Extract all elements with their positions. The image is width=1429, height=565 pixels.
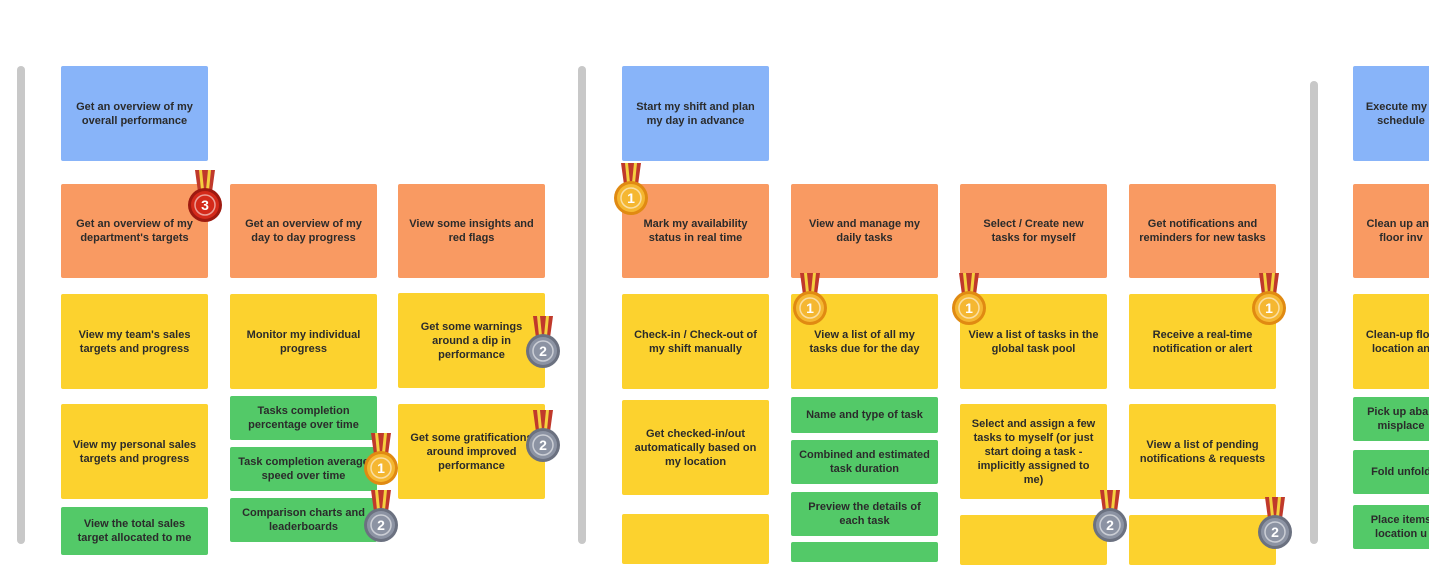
gold-medal-icon: 1 <box>364 433 398 485</box>
task-note-pick-up[interactable]: Pick up aban misplace <box>1353 397 1429 441</box>
activity-note-new-tasks[interactable]: Select / Create new tasks for myself <box>960 184 1107 278</box>
note-label: View a list of pending notifications & r… <box>1139 438 1266 465</box>
silver-medal-icon: 2 <box>1258 497 1292 549</box>
gold-medal-icon: 1 <box>614 163 648 215</box>
task-note-total-sales[interactable]: View the total sales target allocated to… <box>61 507 208 555</box>
note-label: Select and assign a few tasks to myself … <box>971 417 1096 486</box>
medal-rank: 2 <box>1106 517 1114 533</box>
story-note-partial[interactable] <box>1129 515 1276 565</box>
activity-note-clean-up[interactable]: Clean up and floor inv <box>1353 184 1429 278</box>
story-note-pending-notifications[interactable]: View a list of pending notifications & r… <box>1129 404 1276 499</box>
silver-medal-icon: 2 <box>526 410 560 462</box>
note-label: Get some warnings around a dip in perfor… <box>420 320 523 361</box>
medal-rank: 3 <box>201 197 209 213</box>
activity-note-insights[interactable]: View some insights and red flags <box>398 184 545 278</box>
story-note-team-sales[interactable]: View my team's sales targets and progres… <box>61 294 208 389</box>
note-label: Name and type of task <box>806 409 923 421</box>
activity-note-daily-tasks[interactable]: View and manage my daily tasks <box>791 184 938 278</box>
story-note-performance-warnings[interactable]: Get some warnings around a dip in perfor… <box>398 293 545 388</box>
task-note-completion-percentage[interactable]: Tasks completion percentage over time <box>230 396 377 440</box>
silver-medal-icon: 2 <box>526 316 560 368</box>
story-note-performance-gratifications[interactable]: Get some gratifications around improved … <box>398 404 545 499</box>
medal-rank: 1 <box>965 300 973 316</box>
note-label: Pick up aban misplace <box>1367 406 1429 432</box>
activity-note-day-progress[interactable]: Get an overview of my day to day progres… <box>230 184 377 278</box>
note-label: Comparison charts and leaderboards <box>242 507 365 533</box>
task-note-preview-details[interactable]: Preview the details of each task <box>791 492 938 536</box>
medal-rank: 1 <box>806 300 814 316</box>
task-note-completion-speed[interactable]: Task completion average speed over time <box>230 447 377 491</box>
medal-rank: 2 <box>1271 524 1279 540</box>
medal-rank: 2 <box>377 517 385 533</box>
gold-medal-icon: 1 <box>1252 273 1286 325</box>
story-note-personal-sales[interactable]: View my personal sales targets and progr… <box>61 404 208 499</box>
note-label: Mark my availability status in real time <box>643 218 748 244</box>
note-label: Preview the details of each task <box>808 501 921 527</box>
section-divider-1 <box>17 66 25 544</box>
note-label: Get notifications and reminders for new … <box>1139 218 1266 244</box>
note-label: View my personal sales targets and progr… <box>72 438 197 465</box>
note-label: Execute my c schedule <box>1365 100 1429 127</box>
section-divider-3 <box>1310 81 1318 544</box>
note-label: View some insights and red flags <box>409 218 534 244</box>
goal-note-overall-performance[interactable]: Get an overview of my overall performanc… <box>61 66 208 161</box>
story-note-partial[interactable] <box>622 514 769 564</box>
bronze-medal-icon: 3 <box>188 170 222 222</box>
task-note-comparison-charts[interactable]: Comparison charts and leaderboards <box>230 498 377 542</box>
task-note-duration[interactable]: Combined and estimated task duration <box>791 440 938 484</box>
silver-medal-icon: 2 <box>364 490 398 542</box>
note-label: Get some gratifications around improved … <box>410 431 533 472</box>
gold-medal-icon: 1 <box>952 273 986 325</box>
note-label: Monitor my individual progress <box>246 328 361 355</box>
goal-note-start-shift[interactable]: Start my shift and plan my day in advanc… <box>622 66 769 161</box>
note-label: Clean-up floo location an <box>1365 328 1429 355</box>
medal-rank: 1 <box>377 460 385 476</box>
task-note-fold[interactable]: Fold unfold <box>1353 450 1429 494</box>
note-label: Tasks completion percentage over time <box>248 405 359 431</box>
medal-rank: 2 <box>539 437 547 453</box>
activity-note-department-targets[interactable]: Get an overview of my department's targe… <box>61 184 208 278</box>
task-note-name-type[interactable]: Name and type of task <box>791 397 938 433</box>
story-note-check-in-auto[interactable]: Get checked-in/out automatically based o… <box>622 400 769 495</box>
story-note-realtime-alert[interactable]: Receive a real-time notification or aler… <box>1129 294 1276 389</box>
note-label: Check-in / Check-out of my shift manuall… <box>634 328 757 355</box>
note-label: Receive a real-time notification or aler… <box>1152 328 1253 355</box>
note-label: View and manage my daily tasks <box>808 218 921 244</box>
story-note-assign-tasks[interactable]: Select and assign a few tasks to myself … <box>960 404 1107 499</box>
note-label: Start my shift and plan my day in advanc… <box>636 100 755 127</box>
note-label: Clean up and floor inv <box>1366 218 1429 244</box>
story-note-individual-progress[interactable]: Monitor my individual progress <box>230 294 377 389</box>
story-note-global-pool[interactable]: View a list of tasks in the global task … <box>960 294 1107 389</box>
note-label: Combined and estimated task duration <box>799 449 930 475</box>
note-label: Task completion average speed over time <box>238 456 369 482</box>
note-label: Place items location u <box>1370 514 1429 540</box>
gold-medal-icon: 1 <box>793 273 827 325</box>
task-note-partial[interactable] <box>791 542 938 562</box>
note-label: Select / Create new tasks for myself <box>983 218 1084 244</box>
section-divider-2 <box>578 66 586 544</box>
medal-rank: 2 <box>539 343 547 359</box>
story-note-clean-up-floor[interactable]: Clean-up floo location an <box>1353 294 1429 389</box>
note-label: Get an overview of my overall performanc… <box>76 100 193 127</box>
note-label: View my team's sales targets and progres… <box>78 328 191 355</box>
note-label: Fold unfold <box>1371 466 1429 478</box>
activity-note-notifications[interactable]: Get notifications and reminders for new … <box>1129 184 1276 278</box>
note-label: Get an overview of my department's targe… <box>76 218 193 244</box>
story-note-check-in-manual[interactable]: Check-in / Check-out of my shift manuall… <box>622 294 769 389</box>
story-note-partial[interactable] <box>960 515 1107 565</box>
task-note-place-items[interactable]: Place items location u <box>1353 505 1429 549</box>
note-label: Get checked-in/out automatically based o… <box>634 427 757 468</box>
medal-rank: 1 <box>627 190 635 206</box>
medal-rank: 1 <box>1265 300 1273 316</box>
note-label: Get an overview of my day to day progres… <box>245 218 362 244</box>
silver-medal-icon: 2 <box>1093 490 1127 542</box>
note-label: View a list of tasks in the global task … <box>968 328 1099 355</box>
note-label: View a list of all my tasks due for the … <box>809 328 920 355</box>
note-label: View the total sales target allocated to… <box>77 518 192 544</box>
goal-note-execute-schedule[interactable]: Execute my c schedule <box>1353 66 1429 161</box>
